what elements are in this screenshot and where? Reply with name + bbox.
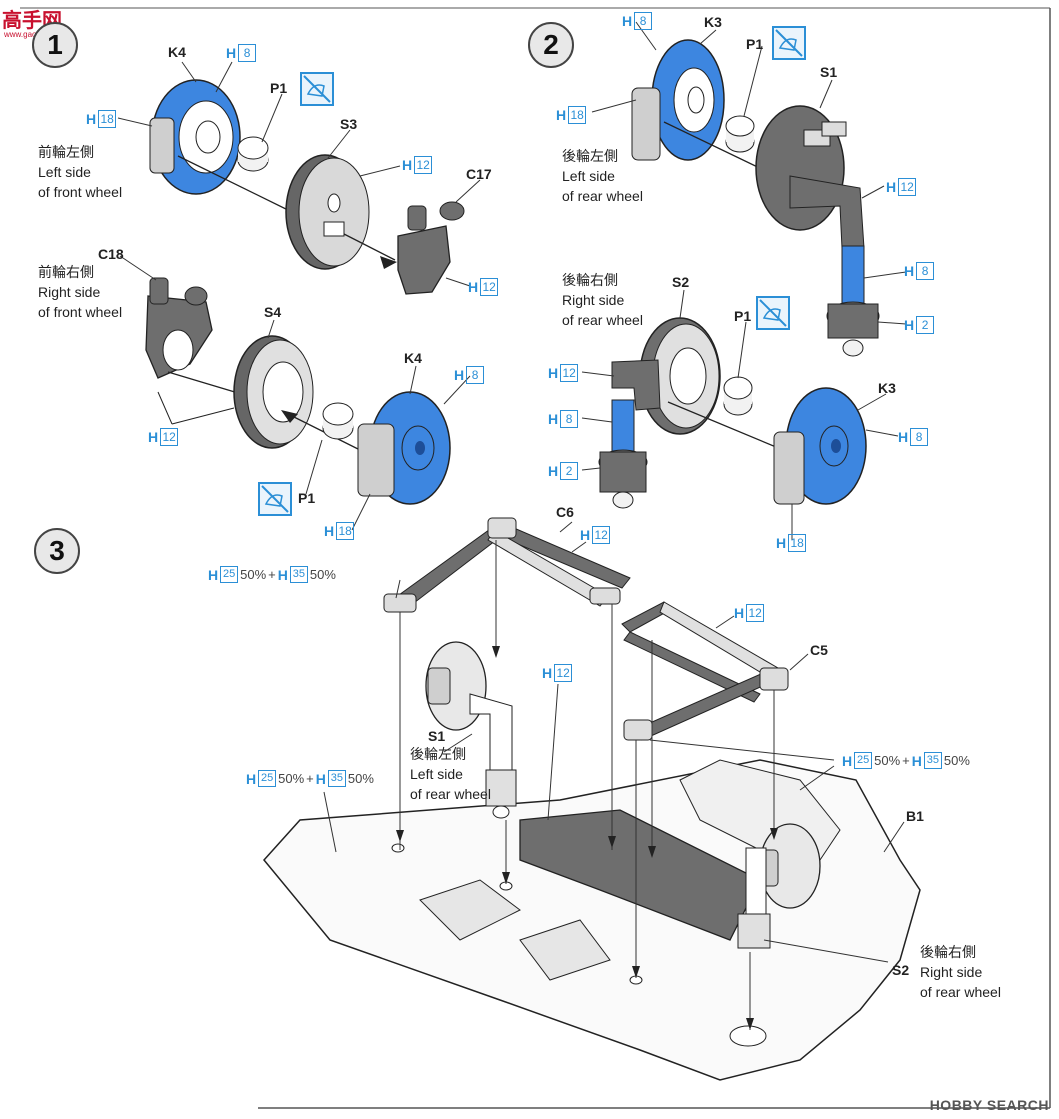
part-label-k3-bottom: K3 — [878, 380, 896, 396]
part-label-s2-step3: S2 — [892, 962, 910, 978]
k4-brake-disc-bottom — [357, 391, 451, 505]
s1-hub-step3 — [425, 641, 517, 819]
step-3-circle: 3 — [34, 528, 80, 574]
no-glue-icon-3 — [772, 26, 806, 60]
part-label-c18: C18 — [98, 246, 124, 262]
no-glue-icon-1 — [300, 72, 334, 106]
part-label-c17: C17 — [466, 166, 492, 182]
step-2-circle: 2 — [528, 22, 574, 68]
part-label-s3: S3 — [340, 116, 358, 132]
part-label-s1-step2: S1 — [820, 64, 838, 80]
c6-arm-frame — [383, 517, 631, 613]
part-label-k3-top: K3 — [704, 14, 722, 30]
part-label-c5: C5 — [810, 642, 828, 658]
p1-collar-step2-top — [725, 115, 755, 153]
part-label-s4: S4 — [264, 304, 282, 320]
s1-hub-top — [755, 105, 880, 357]
step-1-circle: 1 — [32, 22, 78, 68]
watermark-hobby-search: HOBBY SEARCH — [929, 1097, 1049, 1113]
s2-hub-bottom — [598, 317, 721, 509]
no-glue-icon-2 — [258, 482, 292, 516]
arrowheads — [396, 646, 778, 1030]
part-label-k4-top: K4 — [168, 44, 186, 60]
s2-hub-step3 — [737, 823, 821, 949]
part-label-p1-step2-top: P1 — [746, 36, 764, 52]
k3-brake-disc-top — [631, 39, 725, 161]
p1-collar-bottom — [322, 402, 354, 440]
b1-chassis — [263, 759, 921, 1081]
part-label-c6: C6 — [556, 504, 574, 520]
p1-collar-step2-bottom — [723, 376, 753, 416]
s4-gray-disc — [233, 335, 314, 449]
part-label-k4-bottom: K4 — [404, 350, 422, 366]
k4-brake-disc-top — [149, 79, 241, 195]
part-label-s1-step3: S1 — [428, 728, 446, 744]
c5-arm-frame — [621, 601, 789, 741]
part-label-p1-bottom: P1 — [298, 490, 316, 506]
leader-lines — [117, 21, 907, 963]
s3-gray-disc — [285, 154, 370, 270]
no-glue-icon-4 — [756, 296, 790, 330]
part-label-s2-step2: S2 — [672, 274, 690, 290]
part-label-b1: B1 — [906, 808, 924, 824]
p1-collar-top — [237, 136, 269, 172]
guide-lines — [399, 540, 775, 1030]
part-label-p1-step2-bottom: P1 — [734, 308, 752, 324]
c17-knuckle — [397, 201, 465, 295]
part-label-p1-top: P1 — [270, 80, 288, 96]
c18-knuckle — [145, 277, 213, 379]
k3-brake-disc-bottom — [773, 387, 867, 505]
